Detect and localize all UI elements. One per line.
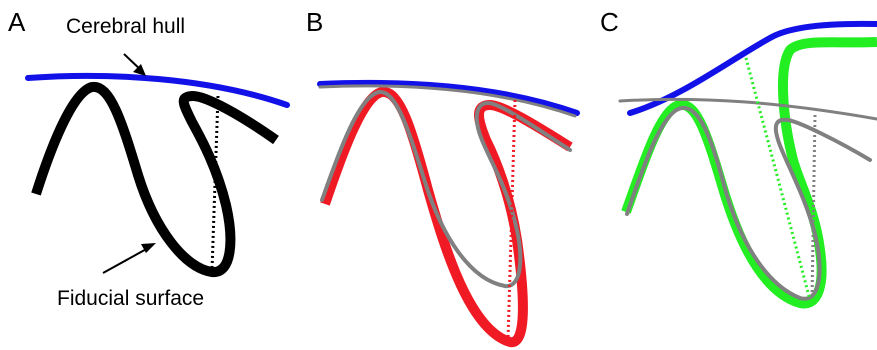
reference-hull-curve-c [618, 97, 877, 121]
cerebral-hull-curve [25, 72, 290, 108]
thickness-dotted-line [210, 95, 220, 271]
panel-letter-c: C [600, 7, 619, 37]
panel-a [25, 53, 290, 277]
fiducial-surface-label: Fiducial surface [57, 287, 205, 310]
thickness-dotted-line-b [506, 99, 517, 341]
panel-c [618, 20, 877, 309]
panel-letter-a: A [8, 7, 26, 37]
cerebral-hull-arrow [123, 53, 146, 76]
cerebral-hull-label: Cerebral hull [66, 15, 186, 38]
deformed-surface-curve [320, 87, 573, 348]
fiducial-surface-curve [31, 81, 279, 277]
panel-letter-b: B [306, 7, 324, 37]
target-surface-curve [621, 37, 877, 309]
cerebral-hull-curve-b [317, 79, 580, 116]
reference-dotted-line [810, 114, 817, 301]
target-dotted-line [744, 57, 812, 301]
target-hull-curve [627, 20, 877, 116]
panel-b [317, 79, 580, 348]
reference-surface-curve-c [625, 105, 872, 301]
reference-hull-curve-b [318, 84, 577, 118]
fiducial-surface-arrow [102, 243, 156, 274]
